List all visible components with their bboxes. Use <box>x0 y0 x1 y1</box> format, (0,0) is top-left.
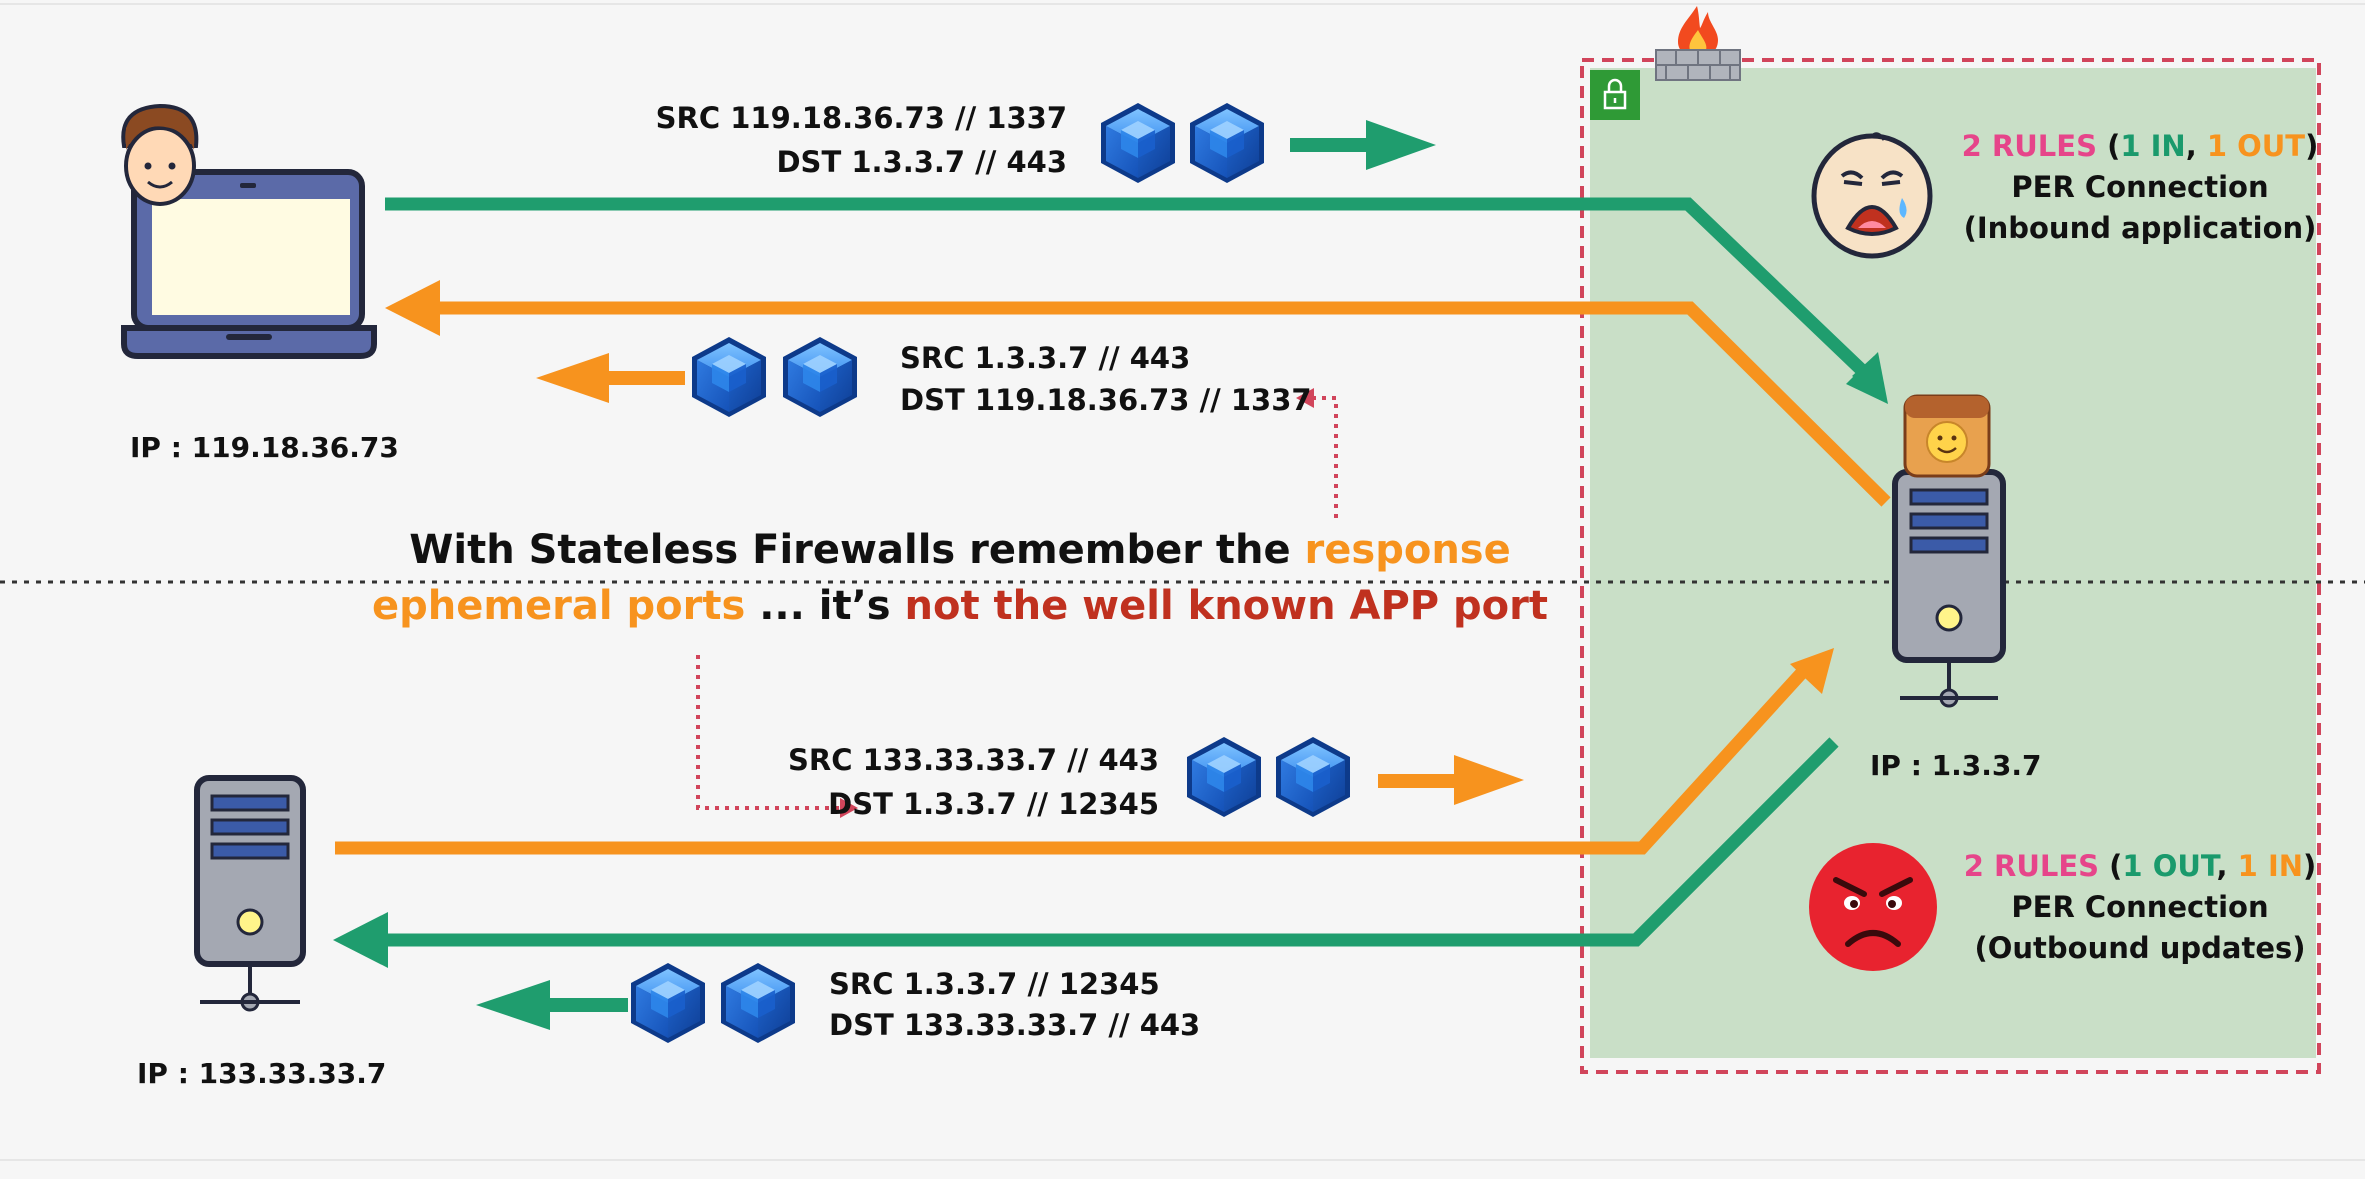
note-line1: With Stateless Firewalls remember the re… <box>403 530 1517 570</box>
rules-inbound-in: 1 IN <box>2120 129 2186 163</box>
rules-outbound-line1: 2 RULES (1 OUT, 1 IN) <box>1930 852 2350 881</box>
crying-face-emoji <box>1811 132 1933 259</box>
app-badge-icon <box>1903 394 1991 478</box>
app-server-icon <box>1892 469 2006 708</box>
packet-4-dst: DST 133.33.33.7 // 443 <box>829 1008 1201 1042</box>
packet-cube-icon <box>721 963 795 1043</box>
hint-line-ephemeral <box>696 655 840 810</box>
note-part4: ... it’s <box>745 583 905 629</box>
packet-cube-icon <box>1190 103 1264 183</box>
hint-line-response <box>1312 396 1338 518</box>
note-part2: response <box>1304 527 1511 573</box>
app-server-ip-label: IP : 1.3.3.7 <box>1870 749 2042 782</box>
flow-update-to-server <box>335 661 1813 855</box>
packet-4-src: SRC 1.3.3.7 // 12345 <box>829 967 1160 1001</box>
direction-arrow-4 <box>476 980 628 1030</box>
rules-outbound-sep: , <box>2216 849 2238 883</box>
stateless-firewall-note: With Stateless Firewalls remember the re… <box>260 530 1660 626</box>
packet-2-dst: DST 119.18.36.73 // 1337 <box>900 383 1312 417</box>
update-server-ip-label: IP : 133.33.33.7 <box>137 1057 387 1090</box>
note-line2: ephemeral ports ... it’s not the well kn… <box>260 586 1660 626</box>
direction-arrow-2 <box>536 353 685 403</box>
direction-arrow-1 <box>1290 120 1436 170</box>
rules-outbound-close: ) <box>2303 849 2317 883</box>
rules-inbound-line1: 2 RULES (1 IN, 1 OUT) <box>1930 132 2350 161</box>
angry-face-emoji <box>1809 843 1937 971</box>
flow-client-to-server <box>385 197 1877 385</box>
rules-inbound: 2 RULES (1 IN, 1 OUT) PER Connection (In… <box>1930 132 2350 243</box>
packet-cube-icon <box>631 963 705 1043</box>
packet-cube-icon <box>692 337 766 417</box>
flow-server-to-client <box>425 301 1891 507</box>
direction-arrow-3 <box>1378 755 1524 805</box>
rules-inbound-close: ) <box>2305 129 2319 163</box>
flow-server-to-update <box>372 737 1839 947</box>
firewall-icon <box>1655 6 1741 81</box>
note-part3: ephemeral ports <box>372 583 746 629</box>
packet-cube-icon <box>1187 737 1261 817</box>
rules-inbound-open: ( <box>2096 129 2121 163</box>
rules-outbound-count: 2 RULES <box>1963 849 2100 883</box>
note-part1: With Stateless Firewalls remember the <box>409 527 1305 573</box>
firewall-zone-border <box>1580 58 2321 1074</box>
rules-outbound: 2 RULES (1 OUT, 1 IN) PER Connection (Ou… <box>1930 852 2350 963</box>
rules-inbound-out: 1 OUT <box>2206 129 2306 163</box>
update-server-icon <box>194 775 306 1012</box>
packet-3-dst: DST 1.3.3.7 // 12345 <box>828 787 1159 821</box>
client-ip-label: IP : 119.18.36.73 <box>130 431 399 464</box>
packet-2-src: SRC 1.3.3.7 // 443 <box>900 341 1191 375</box>
rules-inbound-count: 2 RULES <box>1961 129 2097 163</box>
note-part5: not the well known APP port <box>904 583 1548 629</box>
packet-cube-icon <box>1101 103 1175 183</box>
packet-3-src: SRC 133.33.33.7 // 443 <box>788 743 1159 777</box>
rules-inbound-line3: (Inbound application) <box>1963 211 2317 245</box>
lock-icon <box>1590 70 1640 120</box>
packet-cube-icon <box>1276 737 1350 817</box>
rules-outbound-out: 1 OUT <box>2122 849 2217 883</box>
rules-inbound-sep: , <box>2185 129 2207 163</box>
packet-cube-icon <box>783 337 857 417</box>
rules-inbound-line2: PER Connection <box>2011 170 2269 204</box>
user-laptop-icon <box>121 103 377 359</box>
rules-outbound-line3: (Outbound updates) <box>1974 931 2306 965</box>
packet-1-dst: DST 1.3.3.7 // 443 <box>776 145 1067 179</box>
rules-outbound-line2: PER Connection <box>2011 890 2269 924</box>
packet-1-src: SRC 119.18.36.73 // 1337 <box>655 101 1067 135</box>
rules-outbound-open: ( <box>2099 849 2123 883</box>
rules-outbound-in: 1 IN <box>2237 849 2304 883</box>
